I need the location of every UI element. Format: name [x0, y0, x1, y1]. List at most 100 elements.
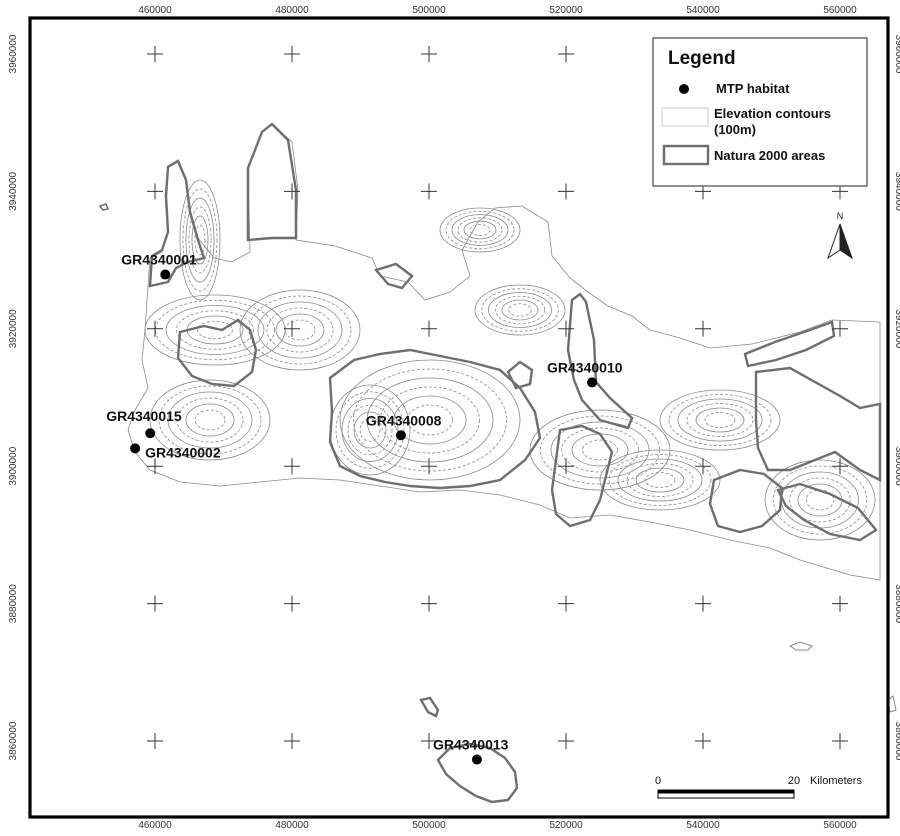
natura-2000-areas	[148, 122, 882, 804]
contour-line	[407, 404, 453, 436]
site-marker[interactable]: GR4340015	[106, 408, 182, 439]
scale-start-label: 0	[655, 775, 661, 787]
graticule-cross	[421, 46, 437, 62]
contour-line	[481, 288, 559, 332]
site-label: GR4340008	[366, 412, 442, 428]
elevation-contours	[127, 123, 881, 581]
graticule-cross	[421, 320, 437, 337]
graticule-cross	[421, 733, 437, 749]
scale-end-label: 20	[788, 775, 800, 787]
contour-line	[644, 472, 676, 488]
contour-line	[474, 284, 566, 336]
site-marker[interactable]: GR4340008	[366, 412, 442, 441]
y-tick-label: 3920000	[893, 309, 900, 348]
contour-line	[380, 386, 480, 454]
y-tick-labels-left: 3960000394000039200003900000388000038600…	[8, 34, 19, 760]
y-tick-label: 3860000	[893, 722, 900, 761]
x-tick-label: 480000	[275, 820, 309, 831]
site-dot[interactable]	[395, 430, 406, 441]
y-tick-label: 3940000	[893, 172, 900, 211]
graticule-cross	[147, 595, 163, 612]
north-label: N	[837, 211, 844, 221]
graticule-cross	[147, 458, 163, 475]
x-tick-label: 540000	[686, 5, 720, 16]
contour-line	[182, 188, 218, 292]
contour-line	[789, 477, 851, 523]
contour-line	[165, 305, 265, 355]
graticule-cross	[695, 320, 711, 337]
x-tick-label: 540000	[686, 820, 720, 831]
graticule-cross	[695, 595, 711, 612]
contour-line	[353, 411, 387, 449]
graticule-cross	[147, 733, 163, 749]
site-marker[interactable]: GR4340001	[121, 252, 197, 280]
contour-line	[608, 454, 712, 506]
graticule-cross	[147, 183, 163, 200]
graticule-cross	[558, 458, 574, 475]
site-marker[interactable]: GR4340013	[433, 737, 509, 765]
contour-line	[772, 465, 868, 535]
legend-title: Legend	[668, 48, 736, 69]
legend: Legend MTP habitat Elevation contours (1…	[652, 37, 868, 187]
graticule-cross	[284, 46, 300, 62]
site-marker[interactable]: GR4340002	[130, 443, 221, 460]
contour-line	[239, 289, 361, 371]
contour-line	[341, 398, 399, 462]
site-dot[interactable]	[130, 443, 141, 454]
contour-line	[158, 385, 262, 455]
site-dot[interactable]	[587, 377, 598, 388]
graticule-cross	[832, 320, 848, 337]
contour-line	[393, 395, 467, 445]
north-arrow-right-half	[839, 223, 853, 260]
site-dot[interactable]	[160, 269, 171, 280]
legend-natura-symbol	[662, 144, 710, 166]
contour-line	[144, 294, 286, 366]
graticule-cross	[832, 595, 848, 612]
legend-item-contours: Elevation contours (100m)	[714, 106, 835, 137]
contour-line	[659, 389, 781, 451]
site-dot[interactable]	[145, 428, 156, 439]
graticule-cross	[284, 733, 300, 749]
contour-line	[463, 220, 497, 240]
contour-line	[179, 179, 221, 301]
contour-line	[668, 394, 772, 446]
contour-line	[695, 407, 745, 433]
contour-line	[284, 319, 316, 341]
site-marker[interactable]: GR4340010	[547, 359, 623, 388]
graticule-cross	[832, 733, 848, 749]
scale-bar-fill	[658, 790, 794, 794]
site-dot[interactable]	[471, 754, 482, 765]
contour-line	[188, 206, 212, 274]
contour-line	[451, 214, 509, 246]
contour-line	[359, 418, 381, 442]
site-label: GR4340001	[121, 252, 197, 268]
site-label: GR4340002	[145, 444, 221, 460]
y-tick-label: 3960000	[893, 35, 900, 74]
x-tick-label: 560000	[823, 5, 857, 16]
graticule-cross	[558, 183, 574, 200]
x-tick-label: 520000	[549, 5, 583, 16]
graticule-cross	[421, 595, 437, 612]
contour-line	[764, 459, 876, 541]
y-tick-label: 3880000	[8, 584, 19, 623]
contour-line	[266, 307, 334, 353]
legend-item-habitat: MTP habitat	[716, 81, 790, 96]
site-label: GR4340010	[547, 359, 623, 375]
mtp-habitat-sites: GR4340001GR4340015GR4340002GR4340008GR43…	[106, 252, 623, 765]
graticule-cross	[695, 458, 711, 475]
y-tick-label: 3940000	[8, 171, 19, 210]
contour-line	[457, 217, 503, 243]
x-tick-label: 520000	[549, 820, 583, 831]
contour-line	[257, 301, 343, 359]
legend-site-symbol	[679, 84, 689, 94]
graticule	[147, 46, 848, 749]
contour-line	[197, 320, 233, 340]
graticule-cross	[421, 183, 437, 200]
y-tick-label: 3860000	[8, 721, 19, 760]
graticule-cross	[284, 183, 300, 200]
graticule-cross	[147, 46, 163, 62]
y-tick-label: 3900000	[8, 446, 19, 485]
scale-units-label: Kilometers	[810, 775, 862, 787]
x-tick-label: 460000	[138, 5, 172, 16]
